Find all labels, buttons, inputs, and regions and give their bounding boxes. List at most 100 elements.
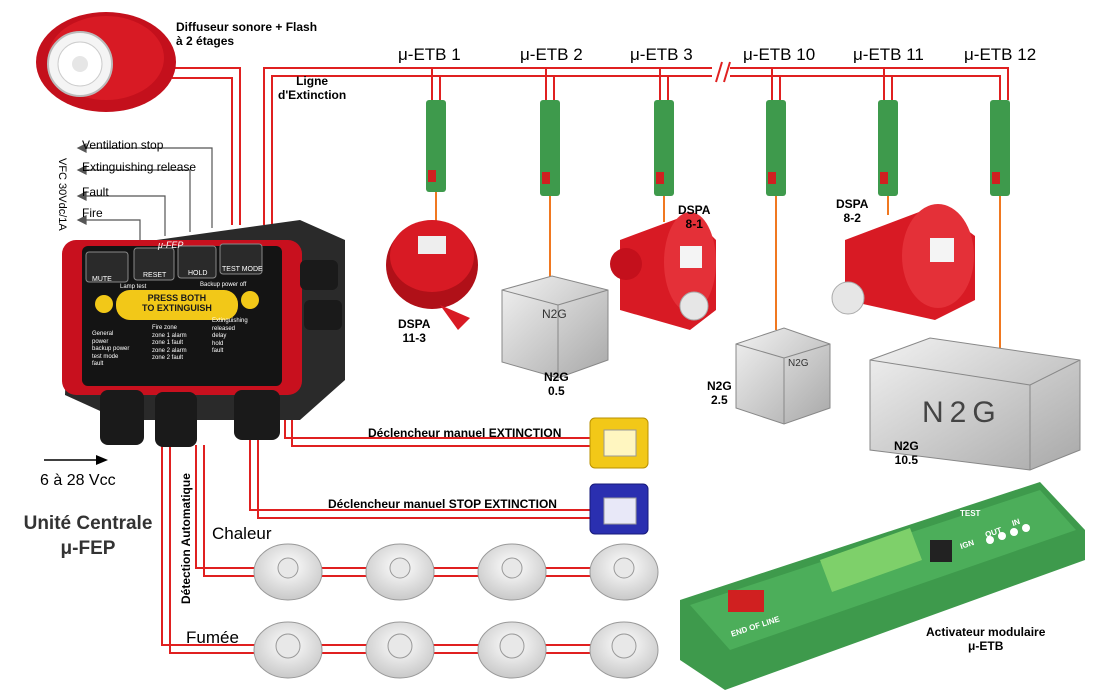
sounder-label-line2: à 2 étages bbox=[176, 33, 235, 48]
etb-label-10: μ-ETB 10 bbox=[743, 45, 816, 64]
etb-label-11: μ-ETB 11 bbox=[853, 45, 924, 64]
extinguisher-name: N2G bbox=[707, 379, 732, 393]
etb-label-3: μ-ETB 3 bbox=[630, 45, 693, 64]
dspa-8-2-device bbox=[831, 204, 975, 320]
heat-detectors bbox=[253, 543, 659, 601]
supply-label: 6 à 28 Vcc bbox=[40, 472, 116, 489]
n2g-badge-large: N2G bbox=[922, 396, 1002, 429]
n2g-badge-small: N2G bbox=[542, 307, 567, 321]
extinguisher-size: 11-3 bbox=[402, 330, 426, 345]
extinguisher-label-3: DSPA 8-1 bbox=[678, 203, 711, 232]
supply-arrow bbox=[44, 455, 108, 465]
panel-fire-zone-item: zone 2 alarm bbox=[152, 347, 187, 354]
panel-press-line2: TO EXTINGUISH bbox=[142, 303, 212, 314]
manual-stop-label: Déclencheur manuel STOP EXTINCTION bbox=[328, 497, 557, 511]
panel-brand: μ-FEP bbox=[158, 240, 184, 250]
extinguisher-label-2: N2G 0.5 bbox=[544, 370, 569, 399]
extinguisher-label-5: DSPA 8-2 bbox=[836, 197, 869, 226]
callpoint-stop-device bbox=[589, 483, 649, 535]
panel-ext-item: released bbox=[212, 325, 236, 332]
etb-module-devices bbox=[426, 100, 1010, 196]
n2g-10-5-device bbox=[869, 337, 1081, 471]
panel-general-item: test mode bbox=[92, 353, 119, 360]
extinguisher-name: N2G bbox=[544, 370, 569, 384]
sounder-label-line1: Diffuseur sonore + Flash bbox=[176, 20, 318, 34]
extinction-line-wire bbox=[263, 67, 1009, 225]
panel-ext-title: Extinguishing bbox=[212, 318, 248, 324]
output-fault: Fault bbox=[82, 185, 109, 199]
panel-backup-off-label: Backup power off bbox=[200, 282, 247, 288]
panel-lamp-test-label: Lamp test bbox=[120, 284, 147, 290]
panel-general-item: power bbox=[92, 338, 109, 345]
n2g-2-5-device bbox=[735, 327, 831, 425]
panel-fire-zone-block: Fire zone zone 1 alarm zone 1 fault zone… bbox=[152, 325, 187, 363]
output-fire: Fire bbox=[82, 206, 103, 220]
extinguisher-name: DSPA bbox=[836, 197, 869, 211]
heat-label: Chaleur bbox=[212, 524, 272, 543]
central-unit-title-2: μ-FEP bbox=[60, 537, 116, 559]
panel-press-line1: PRESS BOTH bbox=[147, 293, 207, 303]
extinguisher-label-1: DSPA 11-3 bbox=[398, 317, 431, 346]
activator-label: Activateur modulaire μ-ETB bbox=[926, 625, 1046, 654]
manual-extinction-label: Déclencheur manuel EXTINCTION bbox=[368, 426, 562, 440]
panel-fire-zone-item: zone 2 fault bbox=[152, 355, 184, 361]
activation-cables bbox=[435, 190, 1001, 352]
panel-ext-block: Extinguishing released delay hold fault bbox=[212, 318, 248, 356]
panel-ext-item: hold bbox=[212, 340, 224, 347]
n2g-badge-medium: N2G bbox=[788, 358, 809, 369]
extinguisher-size: 2.5 bbox=[711, 392, 728, 407]
etb-label-12: μ-ETB 12 bbox=[964, 45, 1037, 64]
extinction-line-label: Ligne d'Extinction bbox=[278, 74, 347, 103]
extinguisher-size: 10.5 bbox=[894, 452, 919, 467]
panel-mute-label: MUTE bbox=[92, 276, 112, 283]
panel-fire-zone-title: Fire zone bbox=[152, 325, 178, 331]
smoke-label: Fumée bbox=[186, 628, 239, 647]
extinguisher-label-4: N2G 2.5 bbox=[707, 379, 732, 408]
panel-general-block: General power backup power test mode fau… bbox=[92, 331, 129, 369]
sounder-flash-device bbox=[36, 12, 176, 112]
callpoint-extinction-device bbox=[589, 417, 649, 469]
extinguisher-label-6: N2G 10.5 bbox=[894, 439, 919, 468]
extinguisher-name: DSPA bbox=[678, 203, 711, 217]
central-unit-title-1: Unité Centrale bbox=[23, 513, 153, 534]
extinguisher-size: 8-2 bbox=[843, 210, 861, 225]
sounder-label: Diffuseur sonore + Flash à 2 étages bbox=[176, 20, 318, 49]
panel-ext-item: fault bbox=[212, 348, 224, 354]
auto-detection-label: Détection Automatique bbox=[179, 473, 193, 604]
extinguisher-name: N2G bbox=[894, 439, 919, 453]
manual-wires bbox=[249, 420, 600, 519]
activator-test-label: TEST bbox=[960, 509, 981, 518]
etb-label-2: μ-ETB 2 bbox=[520, 45, 583, 64]
etb-activator-device bbox=[680, 482, 1085, 690]
extinguisher-size: 0.5 bbox=[548, 383, 565, 398]
extinguisher-size: 8-1 bbox=[685, 216, 703, 231]
sounder-wire bbox=[172, 67, 241, 225]
panel-press-label: PRESS BOTH TO EXTINGUISH bbox=[142, 293, 212, 314]
panel-fire-zone-item: zone 1 alarm bbox=[152, 332, 187, 339]
panel-general-title: General bbox=[92, 331, 114, 337]
output-extinguishing-release: Extinguishing release bbox=[82, 160, 197, 174]
line-break-marker bbox=[715, 61, 731, 83]
panel-reset-label: RESET bbox=[143, 272, 167, 279]
extinction-line-label-2: d'Extinction bbox=[278, 87, 347, 102]
activator-label-2: μ-ETB bbox=[968, 638, 1004, 653]
extinction-line-label-1: Ligne bbox=[296, 74, 329, 88]
output-ventilation-stop: Ventilation stop bbox=[82, 138, 164, 152]
panel-fire-zone-item: zone 1 fault bbox=[152, 340, 184, 346]
dspa-11-3-device bbox=[386, 220, 478, 330]
central-unit-title: Unité Centrale μ-FEP bbox=[8, 512, 168, 561]
relay-spec-label: VFC 30Vdc/1A bbox=[56, 158, 68, 231]
etb-label-1: μ-ETB 1 bbox=[398, 45, 461, 64]
n2g-0-5-device bbox=[501, 275, 609, 379]
panel-ext-item: delay bbox=[212, 333, 227, 339]
activator-label-1: Activateur modulaire bbox=[926, 625, 1046, 639]
dspa-8-1-device bbox=[610, 212, 716, 330]
output-leaders bbox=[76, 143, 213, 240]
detection-wires bbox=[161, 445, 600, 654]
panel-test-mode-label: TEST MODE bbox=[222, 266, 263, 273]
smoke-detectors bbox=[253, 621, 659, 679]
panel-general-item: backup power bbox=[92, 346, 130, 352]
extinguisher-name: DSPA bbox=[398, 317, 431, 331]
central-panel-device bbox=[62, 220, 345, 447]
